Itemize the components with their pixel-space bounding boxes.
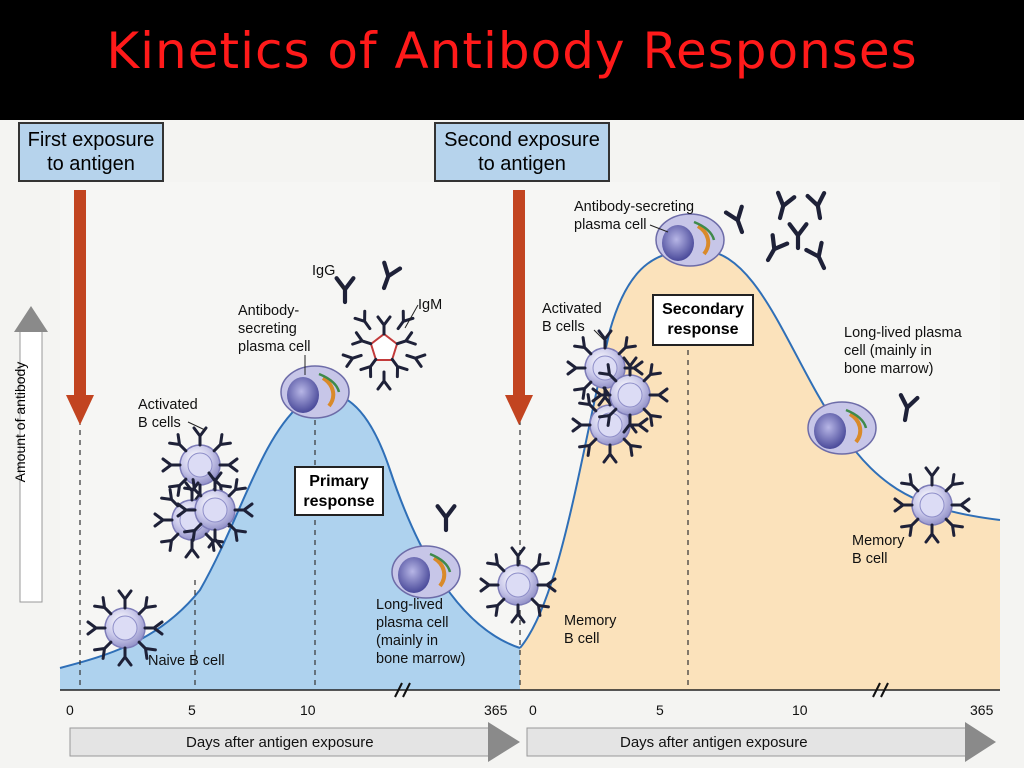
antibody-secreting-2-line2: plasma cell [574,217,647,233]
activated-b-cells-1-line1: Activated [138,397,198,413]
second-exposure-line1: Second exposure [444,129,600,151]
tick-2-10: 10 [792,702,808,718]
memory-b-cell-2-line1: Memory [852,533,905,549]
x-axis-label-2: Days after antigen exposure [620,734,808,751]
antibody-secreting-2-line1: Antibody-secreting [574,199,695,215]
first-exposure-line1: First exposure [27,129,155,151]
long-lived-label-1: Long-lived plasma cell (mainly in bone m… [376,596,465,668]
activated-b-cells-label-1: Activated B cells [138,396,198,432]
antibody-secreting-label-2: Antibody-secreting plasma cell [574,198,694,234]
memory-b-cell-label-1: Memory B cell [564,612,616,648]
primary-response-line1: Primary [309,473,369,490]
down-arrow-icon [505,190,533,425]
antibody-secreting-label-1: Antibody- secreting plasma cell [238,302,311,356]
tick-1-5: 5 [188,702,196,718]
long-lived-1-line2: plasma cell [376,615,449,631]
long-lived-1-line1: Long-lived [376,597,443,613]
primary-response-line2: response [303,493,375,510]
naive-b-cell-label: Naive B cell [148,653,225,669]
secondary-response-line2: response [667,321,739,338]
long-lived-2-line1: Long-lived plasma [844,325,962,341]
primary-response-box: Primary response [294,466,384,516]
second-exposure-line2: to antigen [478,153,566,175]
axis-break-marks [394,682,889,698]
x-axis-arrow-1 [69,722,520,762]
antibody-secreting-1-line1: Antibody- [238,303,300,319]
activated-b-cells-label-2: Activated B cells [542,300,602,336]
first-exposure-box: First exposure to antigen [18,122,164,182]
first-exposure-line2: to antigen [47,153,135,175]
tick-2-0: 0 [529,702,537,718]
plasma-cell-icon [390,544,462,600]
tick-1-365: 365 [484,702,508,718]
antibody-secreting-1-line2: secreting [238,321,297,337]
secondary-response-area [520,250,1000,690]
long-lived-2-line2: cell (mainly in [844,343,932,359]
memory-b-cell-2-line2: B cell [852,551,888,567]
long-lived-2-line3: bone marrow) [844,361,934,377]
x-axis-label-1: Days after antigen exposure [186,734,374,751]
activated-b-cells-2-line1: Activated [542,301,602,317]
long-lived-label-2: Long-lived plasma cell (mainly in bone m… [844,324,962,378]
long-lived-1-line4: bone marrow) [376,651,466,667]
activated-b-cells-2-line2: B cells [542,319,585,335]
memory-b-cell-1-line1: Memory [564,613,617,629]
tick-1-10: 10 [300,702,316,718]
second-exposure-box: Second exposure to antigen [434,122,610,182]
y-axis-label: Amount of antibody [12,361,28,483]
igm-pentamer-icon [341,309,427,391]
y-axis-arrow [14,306,48,603]
activated-b-cells-1-line2: B cells [138,415,181,431]
memory-b-cell-1-line2: B cell [564,631,600,647]
down-arrow-icon [66,190,94,425]
tick-2-365: 365 [970,702,994,718]
tick-1-0: 0 [66,702,74,718]
igg-label: IgG [312,263,336,279]
title-bar [0,0,1024,120]
secondary-response-line1: Secondary [662,301,744,318]
label-pointers [187,224,669,431]
secondary-response-box: Secondary response [652,294,754,346]
slide-title: Kinetics of Antibody Responses [106,22,918,80]
long-lived-1-line3: (mainly in [376,633,439,649]
memory-b-cell-label-2: Memory B cell [852,532,904,568]
igm-label: IgM [418,297,443,313]
antibody-secreting-1-line3: plasma cell [238,339,311,355]
x-axis-arrow-2 [526,722,996,762]
plasma-cell-icon [279,364,351,420]
tick-2-5: 5 [656,702,664,718]
plasma-cell-icon [806,400,878,456]
